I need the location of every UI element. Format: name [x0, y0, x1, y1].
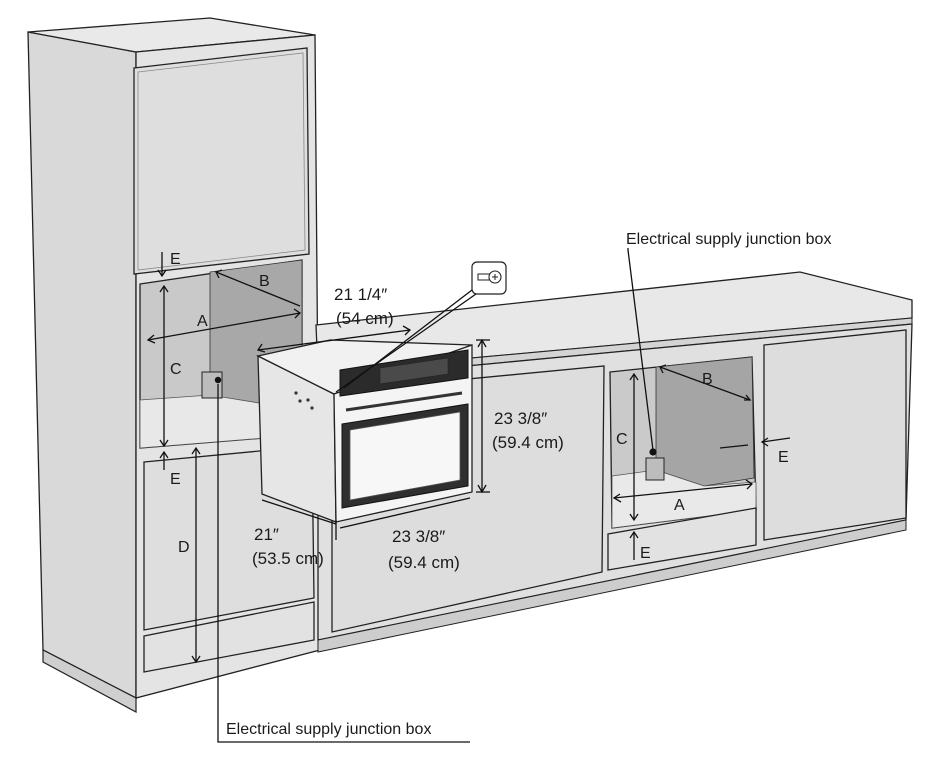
letter-e-bottom-base: E — [640, 545, 651, 562]
oven-top-width-cm: (54 cm) — [336, 309, 394, 328]
junction-box-label-bottom: Electrical supply junction box — [226, 721, 431, 738]
wall-oven — [256, 339, 473, 523]
oven-height-cm: (59.4 cm) — [492, 433, 564, 452]
letter-a: A — [197, 313, 208, 330]
oven-depth: 21″ — [254, 525, 279, 544]
oven-top-width: 21 1/4″ — [334, 285, 387, 304]
oven-front-width-cm: (59.4 cm) — [388, 553, 460, 572]
oven-handle — [345, 391, 463, 412]
screw-callout — [335, 261, 507, 393]
junction-box-tall — [201, 371, 223, 399]
letter-b-base: B — [702, 371, 713, 388]
upper-door — [133, 47, 310, 275]
tall-cabinet-letters: E B A C E D — [170, 251, 270, 556]
letter-e-top: E — [170, 251, 181, 268]
junction-box-base — [645, 457, 665, 481]
oven-dimension-labels: 21 1/4″ (54 cm) 23 3/8″ (59.4 cm) 21″ (5… — [252, 285, 564, 572]
oven-depth-cm: (53.5 cm) — [252, 549, 324, 568]
oven-dimension-lines — [256, 325, 490, 540]
base-cabinet-letters: B C E A E — [616, 371, 789, 562]
letter-b: B — [259, 273, 270, 290]
letter-c: C — [170, 361, 182, 378]
base-cabinet-dimension-arrows — [612, 364, 791, 560]
letter-d: D — [178, 539, 190, 556]
letter-a-base: A — [674, 497, 685, 514]
letter-e-bottom: E — [170, 471, 181, 488]
callout-leaders — [217, 248, 654, 743]
base-drawer — [607, 507, 757, 571]
junction-box-label-right: Electrical supply junction box — [626, 231, 831, 248]
oven-height: 23 3/8″ — [494, 409, 547, 428]
tall-drawer — [143, 601, 315, 673]
callout-labels: Electrical supply junction box Electrica… — [226, 231, 831, 738]
base-door-right — [763, 329, 907, 541]
letter-e-side: E — [778, 449, 789, 466]
oven-front-width: 23 3/8″ — [392, 527, 445, 546]
tall-cabinet-dimension-arrows — [146, 252, 302, 664]
letter-c-base: C — [616, 431, 628, 448]
